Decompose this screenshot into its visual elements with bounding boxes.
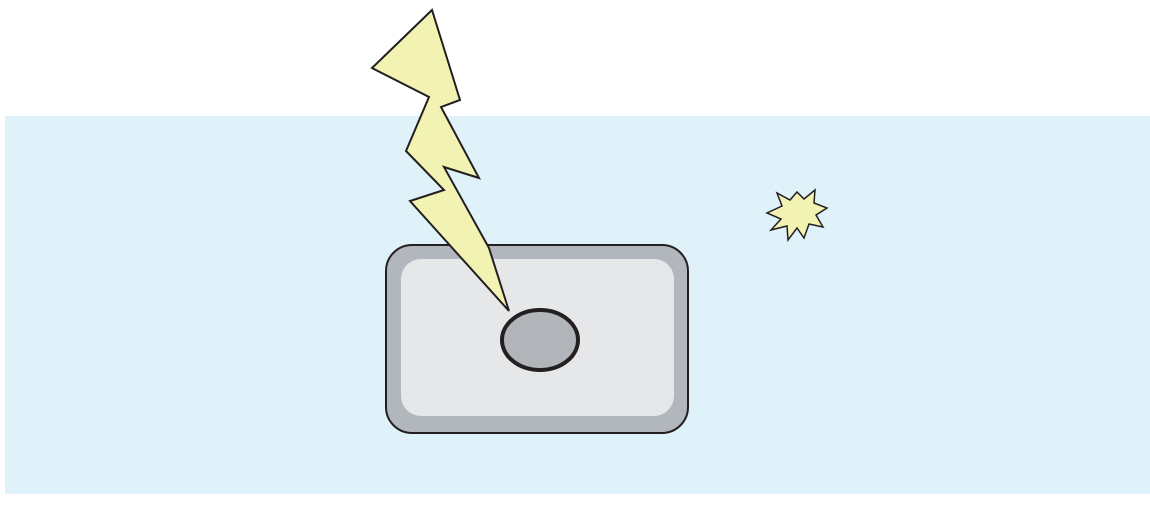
nucleus [502, 310, 578, 370]
